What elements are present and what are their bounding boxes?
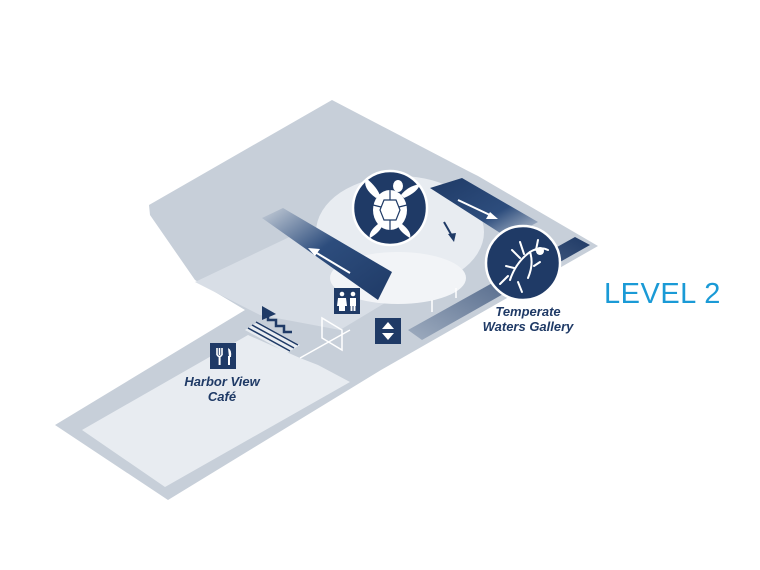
cafe-floor	[82, 335, 350, 487]
elevator-icon	[375, 318, 401, 344]
walkway-left	[262, 208, 392, 300]
gallery-label-line1: Temperate	[495, 304, 561, 319]
cafe-label-line2: Café	[207, 389, 237, 404]
cafe-label-line1: Harbor View	[184, 374, 260, 389]
gallery-label-line2: Waters Gallery	[482, 319, 574, 334]
walkway-right	[430, 178, 538, 238]
cafe-label: Harbor View Café	[172, 374, 272, 404]
sea-turtle-icon	[351, 169, 429, 247]
stairs-icon	[245, 306, 300, 353]
leafy-seadragon-icon	[484, 224, 562, 302]
level-title: LEVEL 2	[604, 278, 721, 310]
direction-arrow-right	[457, 199, 498, 219]
restroom-icon	[334, 288, 360, 314]
direction-arrow-down	[443, 221, 456, 242]
direction-arrow-left	[308, 248, 351, 274]
fork-knife-icon	[210, 343, 236, 369]
gallery-label: Temperate Waters Gallery	[468, 304, 588, 334]
